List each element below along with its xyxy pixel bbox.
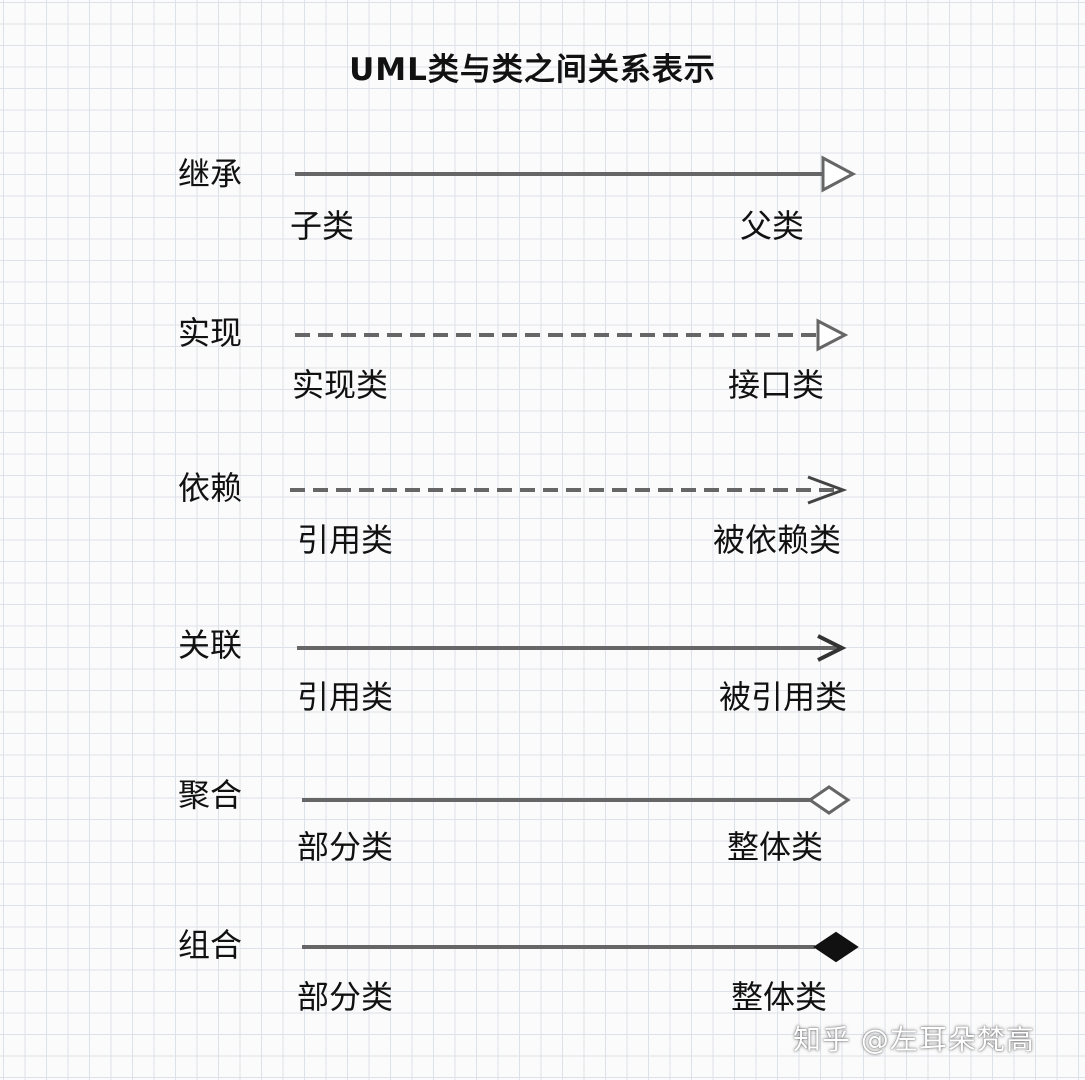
source-class-label: 实现类: [292, 366, 389, 404]
hollow-triangle-arrowhead: [821, 155, 857, 193]
relation-dependency: 依赖 引用类 被依赖类: [0, 468, 1085, 578]
aggregation-connector: [302, 785, 851, 815]
relation-inheritance: 继承 子类 父类: [0, 154, 1085, 264]
relation-name: 依赖: [178, 469, 243, 507]
relation-aggregation: 聚合 部分类 整体类: [0, 775, 1085, 885]
filled-diamond-arrowhead: [813, 931, 859, 963]
target-class-label: 被依赖类: [713, 521, 842, 559]
watermark-text: 知乎 @左耳朵梵高: [793, 1023, 1035, 1056]
source-class-label: 引用类: [297, 521, 394, 559]
dependency-connector: [290, 475, 848, 505]
relation-name: 组合: [178, 926, 243, 964]
inheritance-connector: [295, 155, 857, 193]
composition-connector: [302, 931, 859, 963]
target-class-label: 接口类: [728, 366, 825, 404]
open-arrowhead: [807, 475, 848, 505]
hollow-diamond-arrowhead: [807, 785, 851, 815]
relation-realization: 实现 实现类 接口类: [0, 313, 1085, 423]
diagram-title: UML类与类之间关系表示: [349, 52, 716, 88]
relation-name: 聚合: [178, 776, 243, 814]
source-class-label: 子类: [290, 207, 355, 245]
target-class-label: 整体类: [731, 978, 828, 1016]
relation-composition: 组合 部分类 整体类: [0, 925, 1085, 1035]
target-class-label: 整体类: [727, 828, 824, 866]
association-connector: [297, 634, 847, 662]
open-arrowhead: [817, 634, 847, 662]
relation-name: 继承: [178, 155, 243, 193]
relation-name: 关联: [178, 626, 243, 664]
realization-connector: [295, 318, 849, 352]
source-class-label: 部分类: [297, 978, 394, 1016]
hollow-triangle-arrowhead: [816, 318, 849, 352]
relation-name: 实现: [178, 314, 243, 352]
target-class-label: 被引用类: [719, 678, 848, 716]
relation-association: 关联 引用类 被引用类: [0, 625, 1085, 735]
source-class-label: 部分类: [297, 828, 394, 866]
source-class-label: 引用类: [297, 678, 394, 716]
target-class-label: 父类: [740, 207, 805, 245]
